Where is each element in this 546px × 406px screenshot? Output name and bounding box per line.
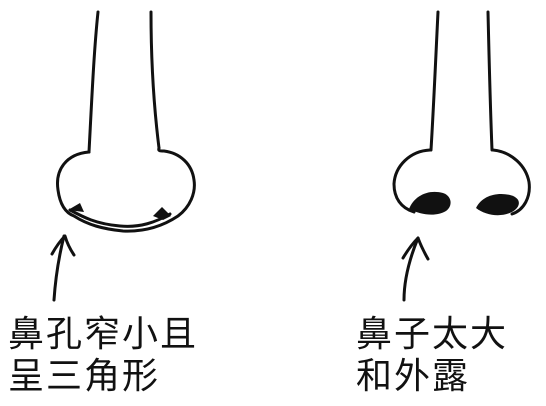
right-arrow-shaft (402, 236, 420, 302)
right-nostril-right (476, 194, 519, 216)
left-nose-bridge-right (149, 10, 161, 150)
right-caption-line-1: 鼻子太大 (356, 314, 509, 355)
right-nose-bridge-right (486, 10, 494, 152)
left-caption-line-2: 呈三角形 (8, 356, 161, 397)
left-caption-line-1: 鼻孔窄小且 (8, 314, 199, 355)
left-nose-septum (68, 208, 172, 228)
right-arrow-head (401, 236, 430, 261)
right-caption-line-2: 和外露 (356, 356, 471, 397)
right-nostril-left (409, 191, 451, 215)
left-nostril-right (153, 207, 171, 220)
left-arrow-shaft (52, 234, 66, 302)
left-nostril-left (68, 203, 84, 212)
right-caption: 鼻子太大 和外露 (356, 314, 508, 398)
left-arrow-head (50, 234, 76, 257)
right-nose-drawing (392, 10, 531, 302)
left-nostrils (68, 203, 171, 220)
left-nose-outline (56, 146, 196, 233)
left-nose-bridge-left (87, 10, 100, 154)
right-nose-right-wing (491, 148, 531, 216)
left-nose-drawing (50, 10, 196, 302)
right-nose-bridge-left (429, 10, 440, 152)
left-caption: 鼻孔窄小且 呈三角形 (8, 314, 198, 398)
right-nostrils (409, 191, 519, 216)
right-nose-left-wing (392, 148, 432, 214)
